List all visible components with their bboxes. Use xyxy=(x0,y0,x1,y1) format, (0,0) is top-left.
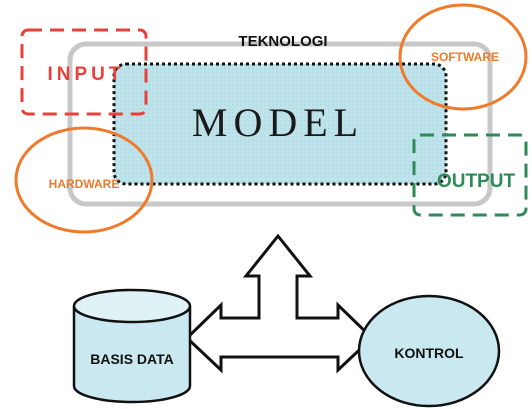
input-label: INPUT xyxy=(48,64,125,85)
hardware-label: HARDWARE xyxy=(49,177,120,191)
basis-data-cylinder xyxy=(72,288,192,404)
kontrol-ellipse xyxy=(357,294,501,408)
kontrol-label: KONTROL xyxy=(394,345,464,361)
model-box xyxy=(112,62,448,186)
basis-data-label: BASIS DATA xyxy=(90,351,173,367)
three-way-arrow xyxy=(184,233,375,374)
teknologi-frame xyxy=(67,41,493,207)
input-box xyxy=(20,28,148,116)
hardware-ellipse xyxy=(14,126,154,234)
software-label: SOFTWARE xyxy=(431,50,499,64)
output-label: OUTPUT xyxy=(437,171,516,192)
teknologi-label: TEKNOLOGI xyxy=(238,33,327,50)
model-label: MODEL xyxy=(192,100,364,145)
output-box xyxy=(412,133,528,217)
software-ellipse xyxy=(398,3,528,111)
